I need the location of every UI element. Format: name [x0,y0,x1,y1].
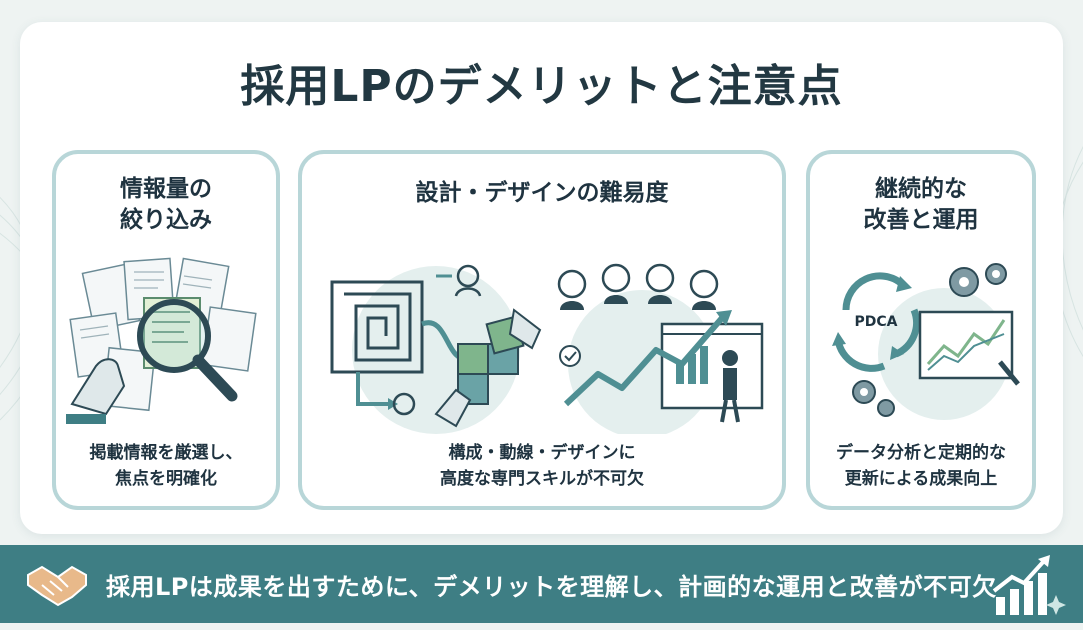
panel-right-heading: 継続的な 改善と運用 [810,174,1032,236]
panel-continuous-improvement: 継続的な 改善と運用 PDCA データ分析と定期的な 更新による成果向上 [806,150,1036,510]
magnifier-documents-icon [66,257,257,424]
footer-banner: 採用LPは成果を出すために、デメリットを理解し、計画的な運用と改善が不可欠 [0,545,1083,623]
panel-right-desc-line1: データ分析と定期的な [836,443,1006,463]
pdca-cycle-icon: PDCA [832,263,1020,420]
panel-right-description: データ分析と定期的な 更新による成果向上 [810,440,1032,492]
team-growth-chart-icon [557,263,764,434]
panel-left-description: 掲載情報を厳選し、 焦点を明確化 [56,440,276,492]
growth-bars-icon [992,555,1066,615]
maze-puzzle-icon [330,264,542,434]
panel-right-desc-line2: 更新による成果向上 [844,469,998,489]
panel-left-heading: 情報量の 絞り込み [56,174,276,236]
panel-left-heading-line2: 絞り込み [120,207,212,233]
footer-message: 採用LPは成果を出すために、デメリットを理解し、計画的な運用と改善が不可欠 [106,573,997,601]
panel-mid-description: 構成・動線・デザインに 高度な専門スキルが不可欠 [302,440,782,492]
panel-mid-heading: 設計・デザインの難易度 [415,180,669,206]
panel-mid-desc-line1: 構成・動線・デザインに [448,443,636,463]
pdca-label: PDCA [855,314,898,330]
panel-information-volume: 情報量の 絞り込み 掲載情報を厳選し、 焦点を明 [52,150,280,510]
panel-left-desc-line2: 焦点を明確化 [115,469,217,489]
panel-left-heading-line1: 情報量の [120,176,212,202]
page-title: 採用LPのデメリットと注意点 [240,61,843,112]
handshake-icon [27,565,87,607]
panel-design-difficulty: 設計・デザインの難易度 [298,150,786,510]
panel-mid-desc-line2: 高度な専門スキルが不可欠 [440,469,644,489]
panel-left-desc-line1: 掲載情報を厳選し、 [89,443,243,463]
panel-right-heading-line1: 継続的な [875,176,967,202]
panel-right-heading-line2: 改善と運用 [863,207,979,233]
